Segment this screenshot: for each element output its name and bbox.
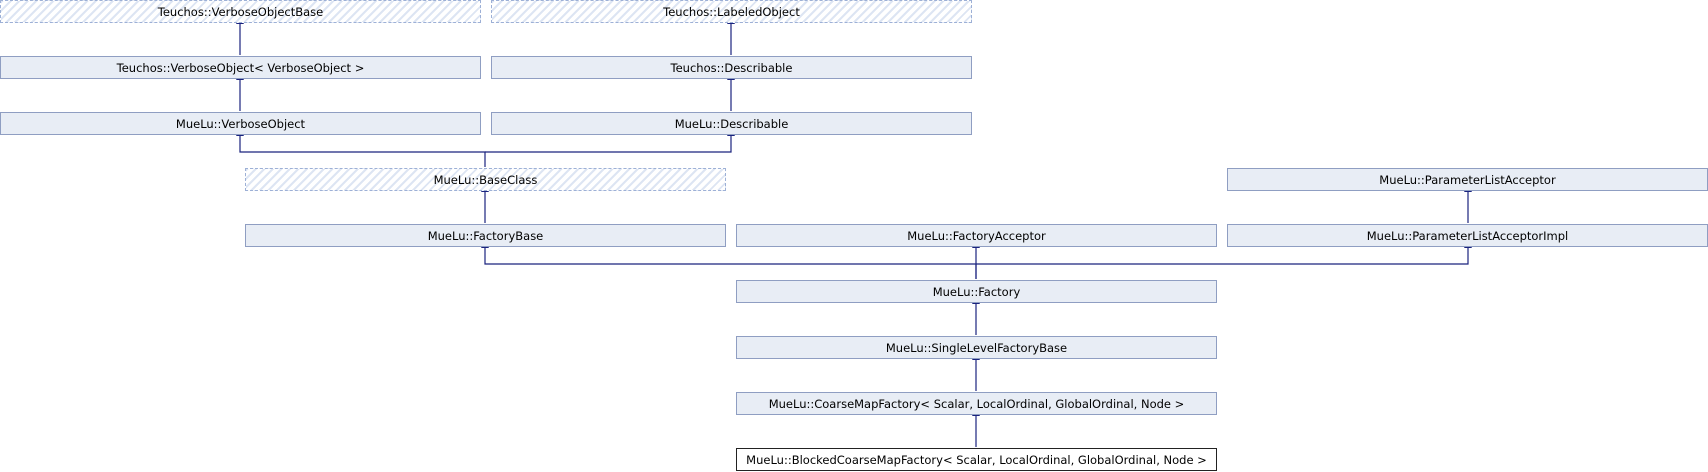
node-teuchos-verbose-object[interactable]: Teuchos::VerboseObject< VerboseObject > [0, 56, 481, 79]
node-muelu-coarse-map-factory[interactable]: MueLu::CoarseMapFactory< Scalar, LocalOr… [736, 392, 1217, 415]
node-muelu-parameter-list-acceptor[interactable]: MueLu::ParameterListAcceptor [1227, 168, 1708, 191]
node-muelu-parameter-list-acceptor-impl[interactable]: MueLu::ParameterListAcceptorImpl [1227, 224, 1708, 247]
edge-factory-to-factory-base [481, 241, 977, 279]
node-teuchos-verbose-object-base[interactable]: Teuchos::VerboseObjectBase [0, 0, 481, 23]
node-teuchos-labeled-object[interactable]: Teuchos::LabeledObject [491, 0, 972, 23]
node-muelu-factory[interactable]: MueLu::Factory [736, 280, 1217, 303]
node-teuchos-describable[interactable]: Teuchos::Describable [491, 56, 972, 79]
edge-base-class-to-muelu-describable [485, 129, 735, 153]
node-muelu-factory-base[interactable]: MueLu::FactoryBase [245, 224, 726, 247]
node-muelu-verbose-object[interactable]: MueLu::VerboseObject [0, 112, 481, 135]
edge-factory-to-plai [976, 241, 1472, 265]
node-muelu-single-level-factory-base[interactable]: MueLu::SingleLevelFactoryBase [736, 336, 1217, 359]
node-muelu-base-class[interactable]: MueLu::BaseClass [245, 168, 726, 191]
node-muelu-factory-acceptor[interactable]: MueLu::FactoryAcceptor [736, 224, 1217, 247]
node-muelu-blocked-coarse-map-factory: MueLu::BlockedCoarseMapFactory< Scalar, … [736, 448, 1217, 471]
node-muelu-describable[interactable]: MueLu::Describable [491, 112, 972, 135]
edge-base-class-to-muelu-verbose-object [236, 129, 486, 167]
